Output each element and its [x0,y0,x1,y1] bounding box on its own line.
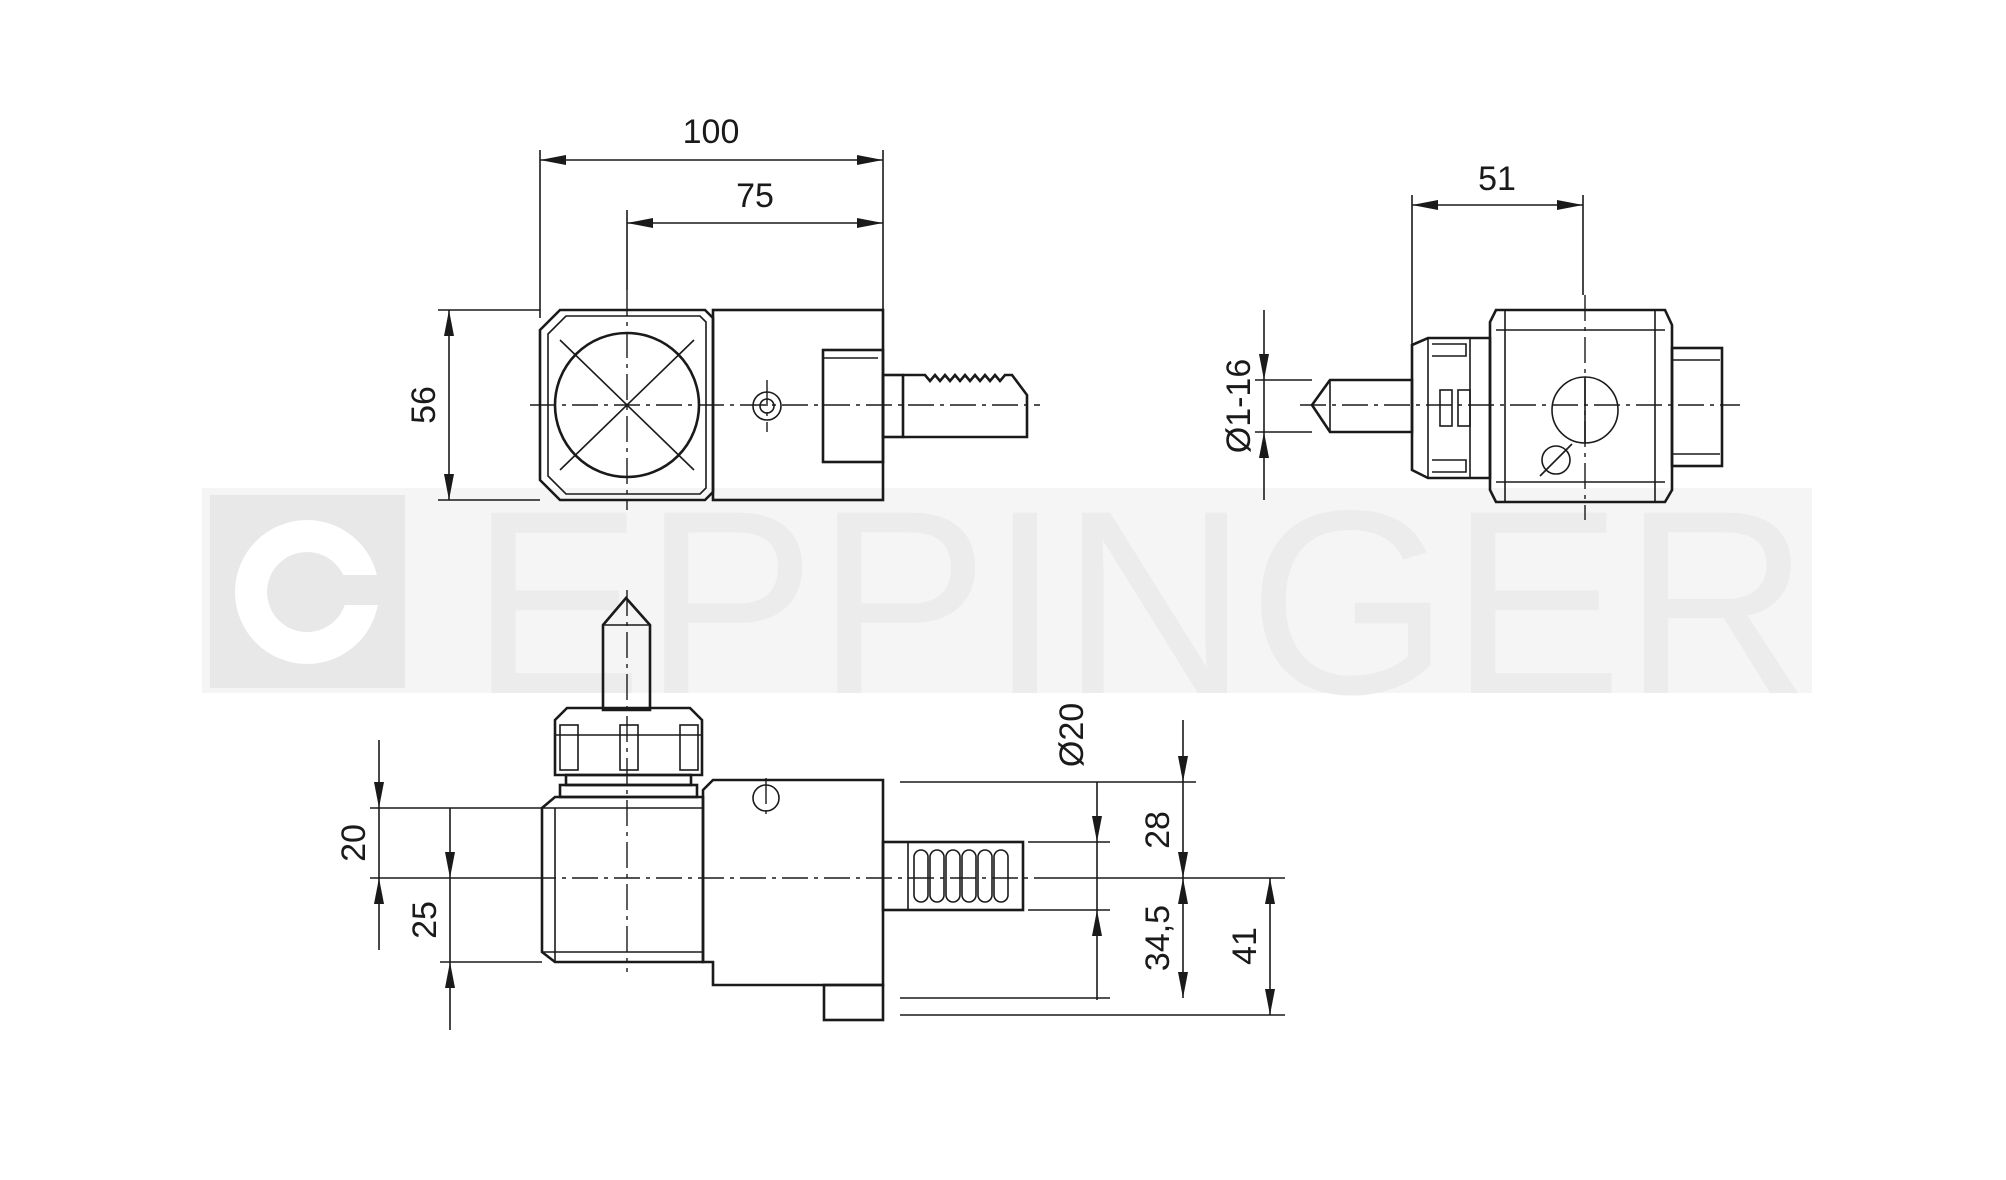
watermark-text: EPPINGER [470,456,1810,749]
top-view: 100 75 56 [405,113,1040,510]
dim-end-width: 51 [1478,160,1516,198]
top-view-shank [881,373,905,439]
dim-shank-diameter: Ø20 [1053,703,1091,767]
dim-collet-range: Ø1-16 [1220,359,1258,454]
side-view-clamp-tab [822,983,885,1022]
watermark-band [202,488,1812,693]
top-view-rear-block [821,348,885,464]
top-view-serration [903,372,1029,439]
side-view-shank [881,840,1025,912]
side-view-head [540,795,705,964]
side-view: 20 25 Ø20 28 34,5 41 [335,590,1285,1030]
dim-upper-offset: 20 [335,824,373,862]
side-view-tool [601,596,652,712]
top-view-head-inner [547,315,707,495]
dim-shank-upper: 28 [1139,811,1177,849]
side-view-housing [701,778,885,987]
dim-overall-length: 100 [683,113,740,151]
dim-lower-offset: 25 [406,901,444,939]
end-view-rear-boss [1670,346,1724,468]
dim-total-lower: 41 [1226,927,1264,965]
dim-axis-to-end: 75 [736,177,774,215]
dim-height: 56 [405,386,443,424]
end-view-tool [1310,378,1414,434]
eppinger-logo-icon [210,495,405,688]
side-view-serration [913,849,1009,903]
top-view-square-head [538,308,715,502]
end-view: 51 Ø1-16 [1220,160,1740,520]
dim-shank-lower: 34,5 [1139,905,1177,971]
side-view-collet-nut [553,706,704,777]
brand-watermark: EPPINGER [202,456,1812,749]
